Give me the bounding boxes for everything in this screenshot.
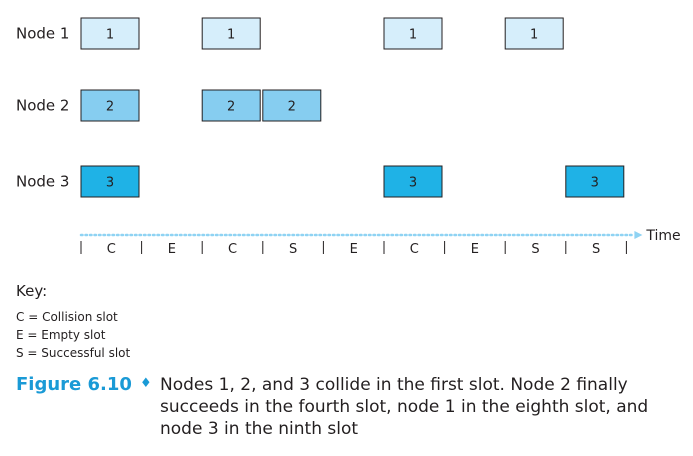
transmission-box-label: 1: [106, 28, 114, 43]
transmission-box-label: 2: [288, 100, 296, 115]
transmission-box-node1-slot1: [80, 17, 140, 50]
transmission-box-node1-slot3: [201, 17, 261, 50]
transmission-box-label: 2: [106, 100, 114, 115]
key-entry-empty: E = Empty slot: [16, 328, 106, 342]
transmission-box-label: 3: [409, 176, 417, 191]
slot-label-5: E: [350, 242, 358, 257]
transmission-box-label: 1: [409, 28, 417, 43]
slot-label-8: S: [531, 242, 539, 257]
node-label-1: Node 1: [16, 25, 69, 43]
transmission-box-node2-slot4: [262, 89, 322, 122]
transmission-box-node3-slot9: [565, 165, 625, 198]
caption-text: Nodes 1, 2, and 3 collide in the first s…: [160, 375, 649, 439]
time-label: Time: [645, 228, 680, 244]
slot-label-2: E: [168, 242, 176, 257]
slot-label-1: C: [107, 242, 116, 257]
node-label-3: Node 3: [16, 173, 69, 191]
transmission-box-label: 1: [530, 28, 538, 43]
slot-label-4: S: [289, 242, 297, 257]
key-title: Key:: [16, 282, 48, 300]
caption-separator-icon: ♦: [140, 376, 152, 391]
slot-label-6: C: [410, 242, 419, 257]
transmission-box-label: 2: [227, 100, 235, 115]
node-label-2: Node 2: [16, 97, 69, 115]
transmission-box-label: 3: [591, 176, 599, 191]
transmission-box-label: 3: [106, 176, 114, 191]
transmission-box-node3-slot6: [383, 165, 443, 198]
key-entry-collision: C = Collision slot: [16, 310, 118, 324]
key: Key: C = Collision slot E = Empty slot S…: [16, 282, 130, 362]
slot-label-9: S: [592, 242, 600, 257]
transmission-box-node2-slot3: [201, 89, 261, 122]
slot-label-7: E: [471, 242, 479, 257]
transmission-box-node1-slot8: [504, 17, 564, 50]
slot-label-3: C: [228, 242, 237, 257]
transmission-box-node3-slot1: [80, 165, 140, 198]
time-arrow-icon: [634, 231, 643, 239]
transmission-box-node2-slot1: [80, 89, 140, 122]
figure-label: Figure 6.10: [16, 374, 132, 395]
key-entry-successful: S = Successful slot: [16, 346, 131, 360]
transmission-box-node1-slot6: [383, 17, 443, 50]
transmission-box-label: 1: [227, 28, 235, 43]
